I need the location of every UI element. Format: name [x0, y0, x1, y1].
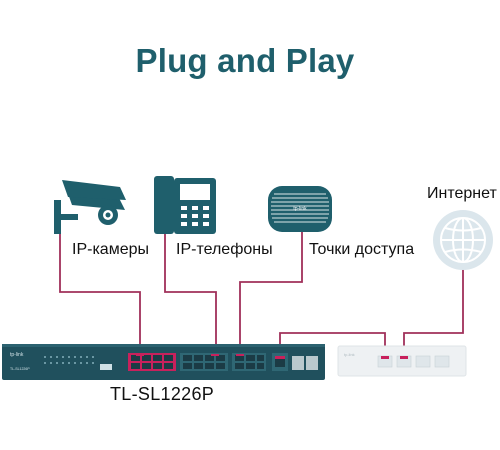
access-point-cable: [239, 232, 303, 356]
internet-label: Интернет: [427, 185, 497, 202]
switch-brand: tp-link: [10, 352, 24, 358]
access-points-label: Точки доступа: [309, 241, 415, 258]
ip-camera-icon: [54, 180, 126, 234]
switch-device: tp-link TL-SL1226P: [2, 344, 325, 380]
cameras-label: IP-камеры: [72, 241, 149, 258]
globe-icon: [433, 210, 493, 270]
access-point-icon: tp-link: [268, 186, 332, 232]
router-brand: tp-link: [344, 352, 355, 357]
router-device: tp-link: [337, 345, 467, 377]
switch-model-label: TL-SL1226P: [110, 384, 215, 404]
usb-port: [100, 364, 112, 370]
switch-model-badge: TL-SL1226P: [10, 367, 30, 371]
switch-ports: [128, 353, 318, 371]
page-title: Plug and Play: [135, 42, 355, 79]
phone-cable: [164, 232, 217, 356]
internet-cable: [403, 268, 464, 356]
ip-phone-icon: [154, 176, 216, 234]
phones-label: IP-телефоны: [176, 241, 273, 258]
access-point-brand: tp-link: [293, 206, 307, 212]
camera-cable: [59, 232, 141, 356]
